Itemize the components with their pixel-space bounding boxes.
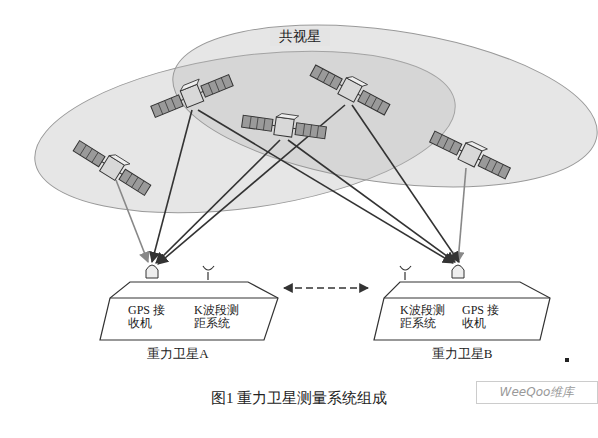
component-label: GPS 接收机 — [128, 304, 170, 330]
satellite-name: 重力卫星B — [370, 346, 554, 361]
region-label: 共视星 — [270, 28, 330, 46]
gravity-satellite: K波段测 距系统 GPS 接收机重力卫星B — [370, 276, 556, 366]
component-label: K波段测 距系统 — [194, 304, 248, 330]
figure-caption: 图1 重力卫星测量系统组成 — [0, 389, 598, 408]
component-label: K波段测 距系统 — [400, 304, 454, 330]
satellite-name: 重力卫星A — [98, 346, 258, 361]
watermark: WeeQoo维库 — [476, 381, 598, 404]
gravity-satellite: GPS 接收机 K波段测 距系统重力卫星A — [98, 276, 282, 366]
component-label: GPS 接收机 — [462, 304, 504, 330]
k-band-link — [284, 287, 368, 288]
